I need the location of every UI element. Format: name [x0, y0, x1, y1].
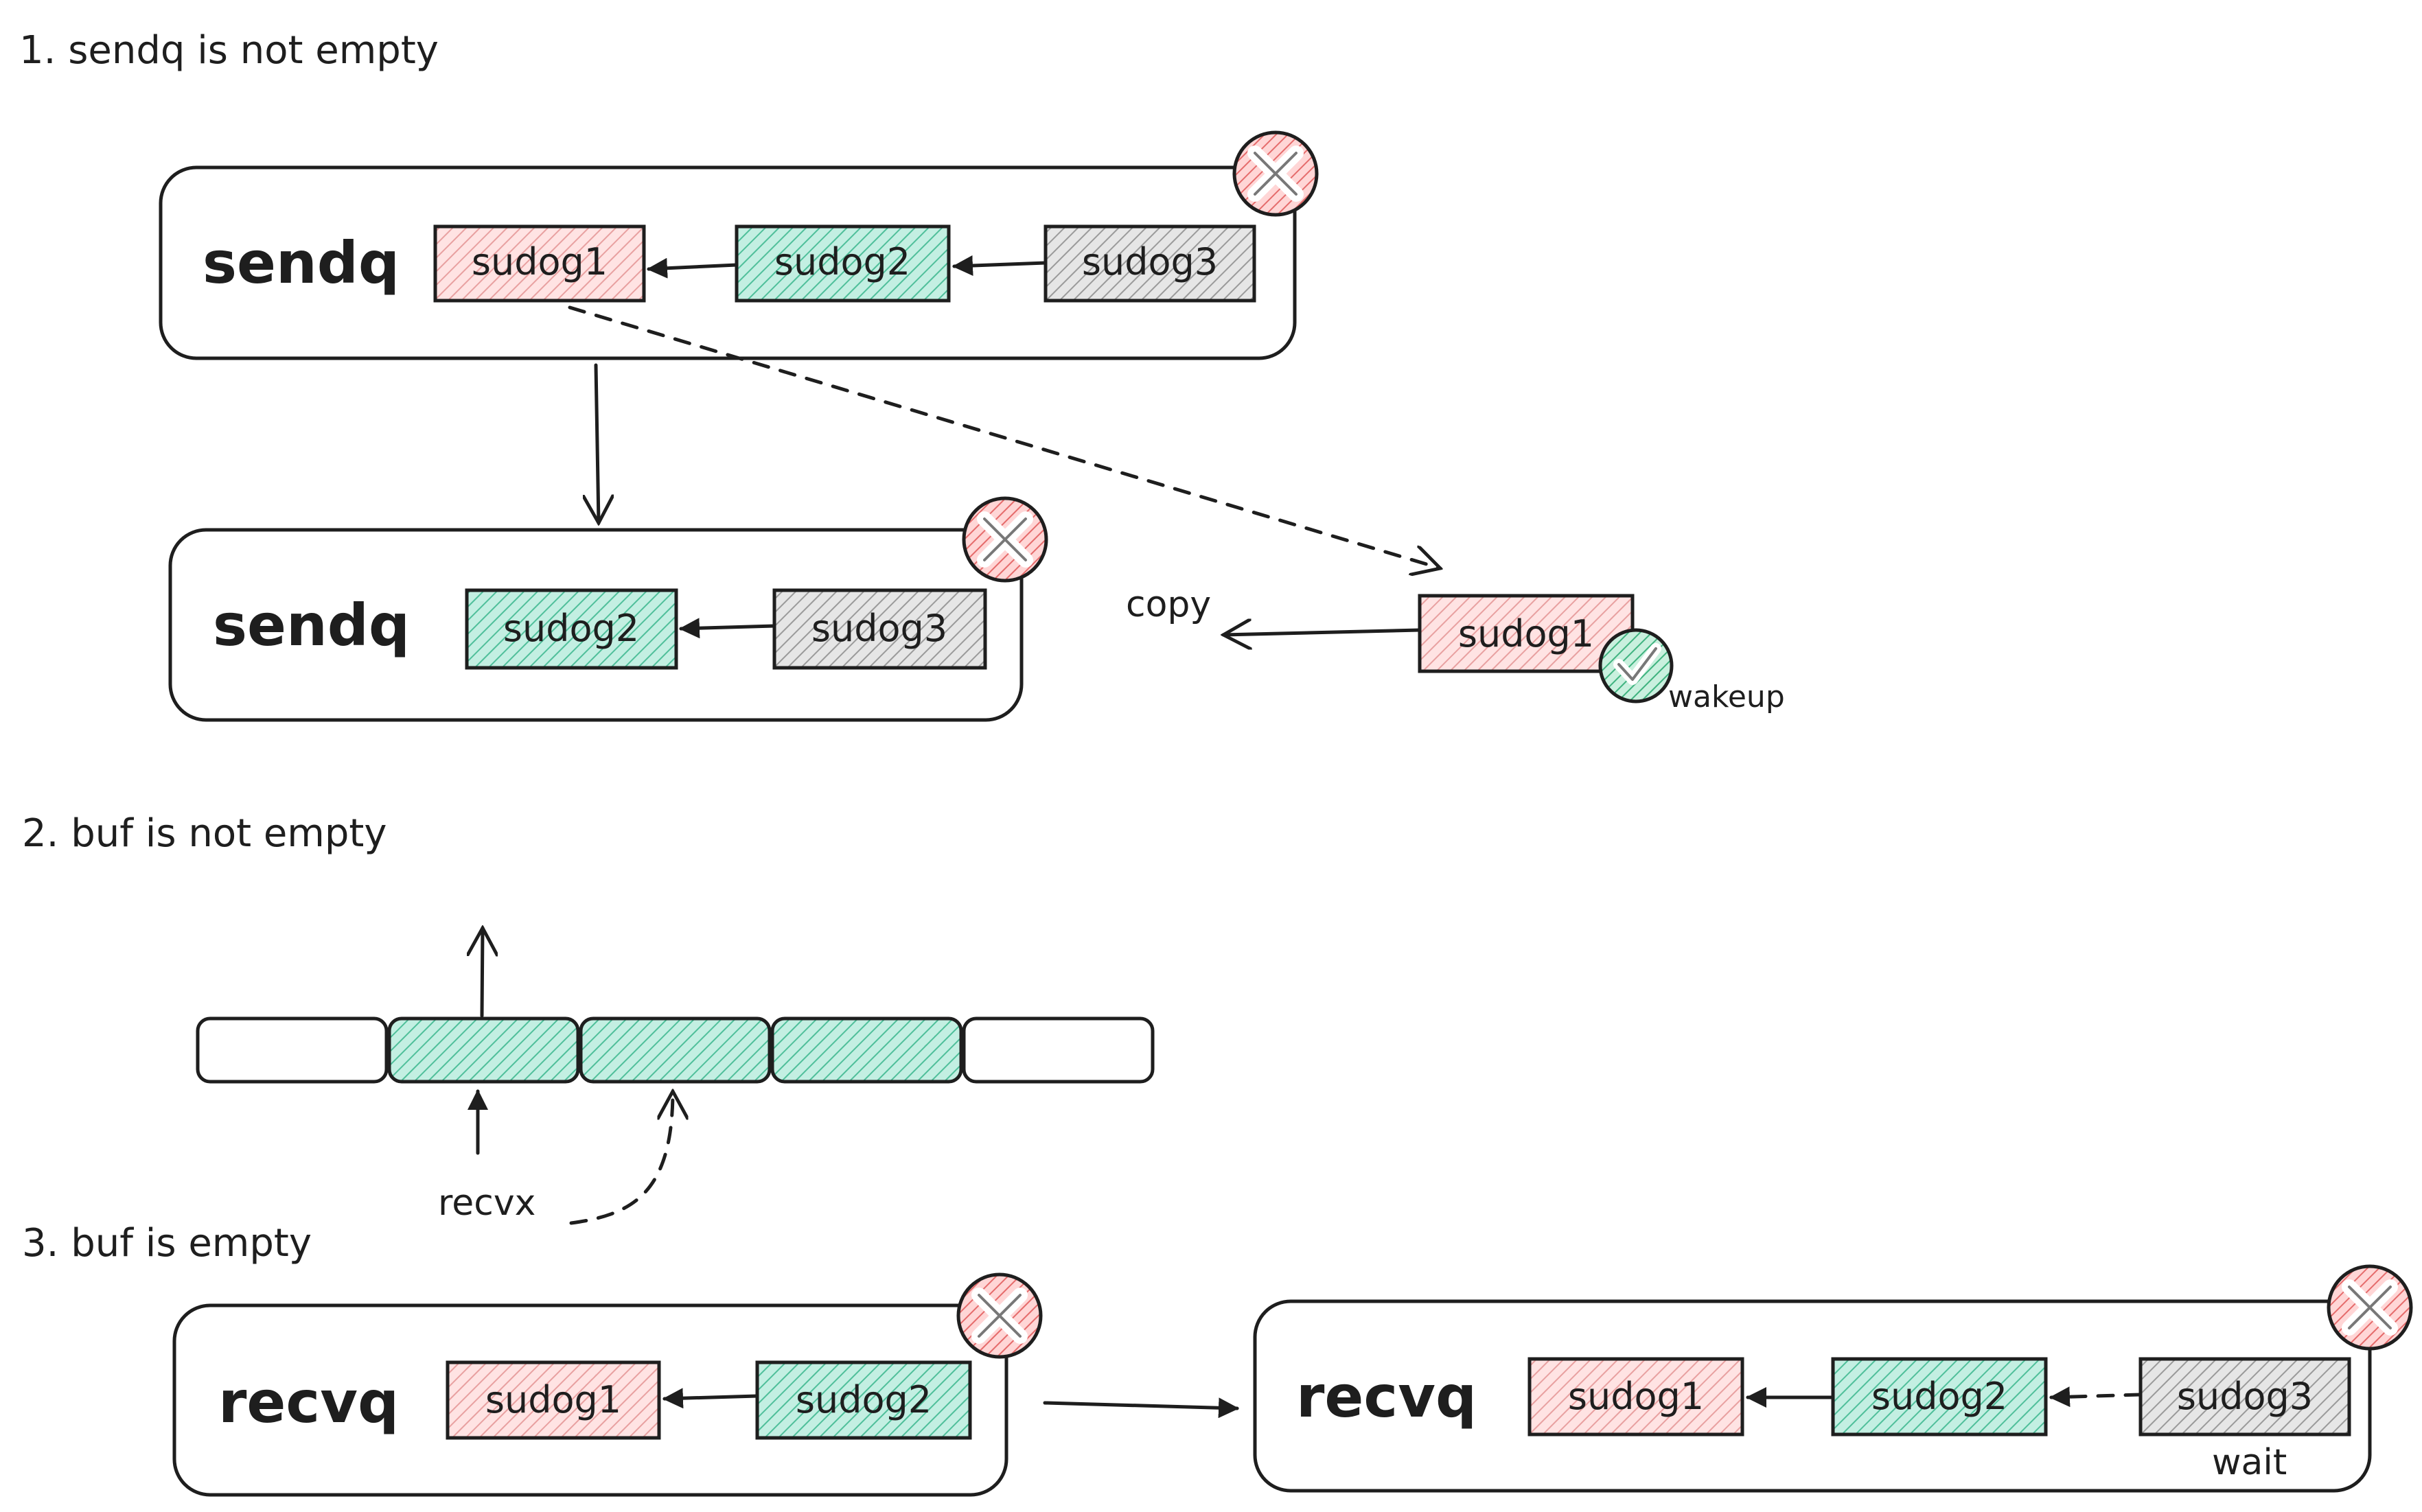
- recvq-container: [172, 1303, 1008, 1497]
- node-label: sudog1: [1568, 1375, 1704, 1418]
- close-icon: [956, 1272, 1043, 1359]
- check-icon: [1598, 628, 1674, 703]
- copy-label: copy: [1126, 584, 1211, 625]
- queue-node-sudog3: sudog3: [772, 588, 987, 670]
- sendq-container: [168, 528, 1024, 722]
- buffer-slot-empty: [196, 1016, 389, 1084]
- link-arrow: [952, 255, 1048, 276]
- section-3-heading: 3. buf is empty: [22, 1221, 312, 1266]
- queue-node-sudog1: sudog1: [446, 1360, 661, 1440]
- buffer-slot-empty: [962, 1016, 1155, 1084]
- recvx-next-dashed-arrow: [569, 1091, 673, 1225]
- recvq-before: recvq sudog1 sudog2: [172, 1272, 1043, 1497]
- node-label: sudog1: [1458, 612, 1594, 655]
- node-label: sudog1: [485, 1378, 621, 1421]
- transition-arrow: [1043, 1397, 1239, 1419]
- dequeue-up-arrow: [482, 928, 483, 1018]
- wakeup-label: wakeup: [1668, 679, 1785, 714]
- transition-arrow: [596, 363, 599, 523]
- node-label: sudog3: [2177, 1375, 2313, 1418]
- sendq-label: sendq: [203, 229, 400, 296]
- pending-link-arrow: [2049, 1386, 2143, 1408]
- node-label: sudog3: [1082, 240, 1218, 283]
- queue-node-sudog2: sudog2: [1831, 1357, 2048, 1437]
- dequeue-dashed-arrow: [568, 305, 1440, 568]
- queue-node-sudog3-waiting: sudog3: [2138, 1357, 2351, 1437]
- node-label: sudog2: [774, 240, 910, 283]
- recvq-label: recvq: [1296, 1363, 1477, 1430]
- link-arrow: [679, 618, 776, 639]
- sendq-label: sendq: [213, 592, 410, 659]
- node-label: sudog1: [472, 240, 608, 283]
- node-label: sudog3: [811, 607, 947, 650]
- copy-arrow: [1223, 630, 1422, 635]
- buffer-slot-filled: [770, 1016, 963, 1084]
- queue-node-sudog1: sudog1: [433, 224, 646, 303]
- queue-node-sudog2: sudog2: [735, 224, 951, 303]
- recvx-label: recvx: [438, 1183, 535, 1224]
- node-label: sudog2: [503, 607, 639, 650]
- dequeued-sudog1: sudog1 copy wakeup: [1126, 584, 1785, 714]
- sendq-before: sendq sudog1 sudog2 sudog3: [159, 130, 1319, 360]
- link-arrow: [647, 257, 739, 279]
- queue-node-sudog1: sudog1: [1527, 1357, 1744, 1437]
- sendq-after: sendq sudog2 sudog3: [168, 496, 1048, 722]
- section-1-heading: 1. sendq is not empty: [19, 28, 439, 73]
- wait-label: wait: [2212, 1442, 2287, 1483]
- recvq-container: [1253, 1299, 2372, 1493]
- queue-node-sudog2: sudog2: [755, 1360, 972, 1440]
- node-label: sudog2: [796, 1378, 932, 1421]
- section-2-heading: 2. buf is not empty: [22, 811, 387, 856]
- circular-buffer: [196, 1016, 1155, 1084]
- sendq-container: [159, 165, 1297, 360]
- buffer-slot-filled: [387, 1016, 580, 1084]
- close-icon: [2327, 1264, 2413, 1351]
- close-icon: [962, 496, 1048, 583]
- node-label: sudog2: [1871, 1375, 2007, 1418]
- close-icon: [1232, 130, 1319, 217]
- queue-node-sudog3: sudog3: [1043, 224, 1256, 303]
- buffer-slot-filled: [579, 1016, 772, 1084]
- queue-node-sudog2: sudog2: [465, 588, 678, 670]
- link-arrow: [662, 1388, 759, 1409]
- recvq-after: recvq sudog1 sudog2 sudog3 wait: [1253, 1264, 2413, 1493]
- recvq-label: recvq: [218, 1369, 399, 1436]
